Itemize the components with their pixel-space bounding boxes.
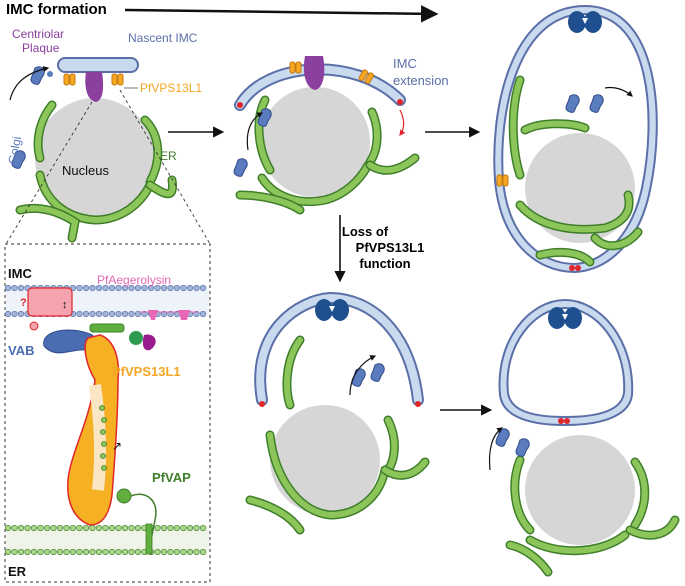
nucleus [35,98,155,218]
centriolar-label-1: Centriolar [12,27,64,41]
loss-label-2: PfVPS13L1 [356,240,425,255]
panel-5-cell [488,298,680,577]
loss-label-3: function [359,256,410,271]
inset-pfaegerolysin-label: PfAegerolysin [97,273,171,287]
nascent-imc [57,57,139,73]
imc-extension-label-2: extension [393,73,449,88]
nascent-imc-label: Nascent IMC [128,31,198,45]
inset-vab-label: VAB [8,343,34,358]
timeline-arrow [124,5,439,23]
title: IMC formation [6,1,107,18]
panel-3-cell [493,4,658,274]
imc-extension-label-1: IMC [393,56,417,71]
inset-pfvps13l1-label: PfVPS13L1 [112,364,181,379]
svg-text:↗: ↗ [112,439,122,453]
inset-er-label: ER [8,564,27,579]
inset-er-membrane [4,524,209,556]
er-label: ER [160,149,177,163]
centriolar-plaque [85,72,104,102]
imc-protein-complex [27,287,73,317]
inset-pfvap-label: PfVAP [152,470,191,485]
panel-2-cell [233,56,420,215]
panel-1-cell [9,57,178,243]
pfvps13l1-label: PfVPS13L1 [140,81,202,95]
inset-imc-label: IMC [8,266,32,281]
loss-label-1: Loss of [342,224,389,239]
panel-4-cell [245,291,430,535]
golgi-label: Golgi [5,135,24,165]
question-mark: ? [20,297,27,309]
nucleus-label: Nucleus [62,163,109,178]
pfvps13l1-protein [67,334,120,526]
nucleus-2 [260,87,370,197]
svg-text:↕: ↕ [62,299,68,311]
centriolar-label-2: Plaque [22,41,60,55]
